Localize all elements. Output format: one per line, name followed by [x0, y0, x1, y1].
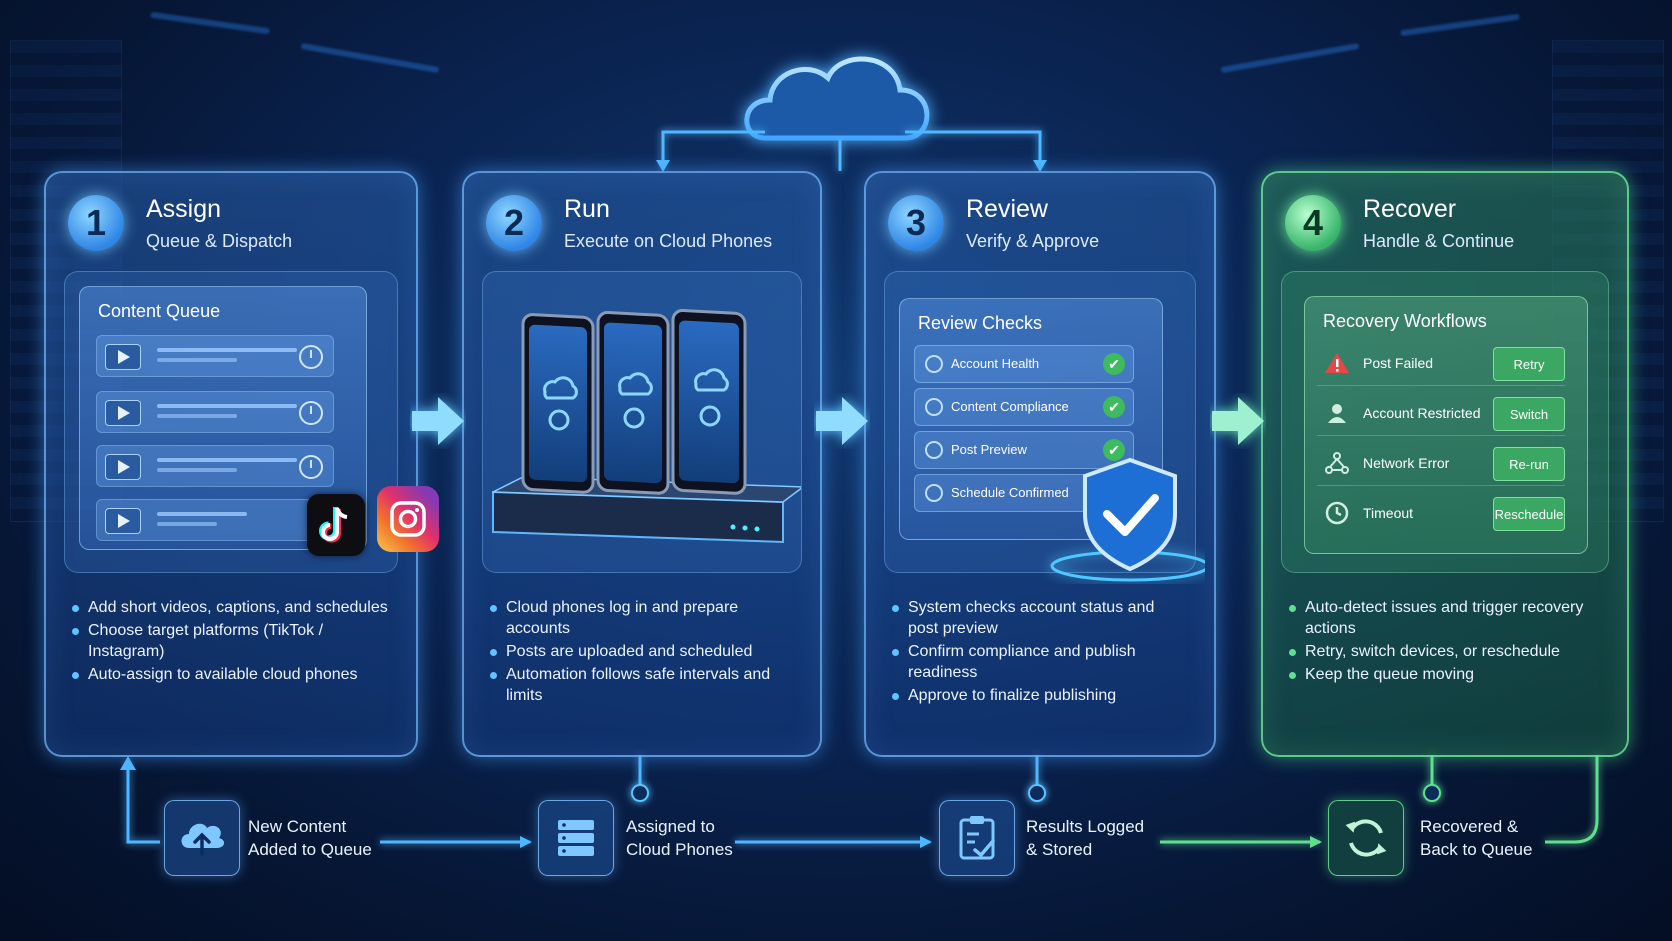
cloud-icon — [744, 56, 930, 141]
check-item[interactable]: Account Health✔ — [914, 345, 1134, 383]
step-title: Review — [966, 195, 1048, 223]
step-subtitle: Queue & Dispatch — [146, 231, 293, 251]
bullet: Automation follows safe intervals and li… — [486, 664, 796, 706]
recovery-row: Network Error Re-run — [1317, 441, 1565, 486]
panel-title: Content Queue — [98, 301, 221, 321]
step-subtitle: Handle & Continue — [1363, 231, 1515, 251]
step-subtitle: Verify & Approve — [966, 231, 1100, 251]
check-icon: ✔ — [1103, 396, 1125, 418]
step-card-review: 3 Review Verify & Approve Review Checks … — [864, 171, 1216, 757]
clock-icon — [299, 455, 323, 479]
flow-label: Recovered &Back to Queue — [1420, 817, 1533, 859]
bullet: Retry, switch devices, or reschedule — [1285, 641, 1595, 662]
step-visual: Content Queue — [64, 271, 439, 573]
connector-dot — [631, 784, 649, 802]
phone — [671, 308, 747, 495]
check-icon: ✔ — [1103, 353, 1125, 375]
recovery-row: Post Failed Retry — [1317, 341, 1565, 386]
cloud-upload-icon — [164, 800, 240, 876]
step-number: 2 — [486, 195, 542, 251]
network-icon — [1323, 449, 1351, 477]
bullet: Approve to finalize publishing — [888, 685, 1188, 706]
cloud-phones-illustration — [492, 308, 801, 544]
flow-label: Results Logged& Stored — [1026, 817, 1145, 859]
bullet: Auto-detect issues and trigger recovery … — [1285, 597, 1595, 639]
check-item[interactable]: Content Compliance✔ — [914, 388, 1134, 426]
recovery-row: Timeout Reschedule — [1317, 491, 1565, 535]
bullet: Confirm compliance and publish readiness — [888, 641, 1188, 683]
bullet: Keep the queue moving — [1285, 664, 1595, 685]
phone — [596, 311, 670, 495]
phone — [521, 313, 595, 494]
switch-button[interactable]: Switch — [1493, 397, 1565, 431]
retry-button[interactable]: Retry — [1493, 347, 1565, 381]
bullet: Choose target platforms (TikTok / Instag… — [68, 620, 388, 662]
clipboard-check-icon — [939, 800, 1015, 876]
recovery-row: Account Restricted Switch — [1317, 391, 1565, 436]
step-number: 1 — [68, 195, 124, 251]
bullet: Add short videos, captions, and schedule… — [68, 597, 388, 618]
arrow-right-icon — [816, 397, 868, 445]
step-number: 4 — [1285, 195, 1341, 251]
connector-dot — [1028, 784, 1046, 802]
video-icon — [105, 344, 141, 370]
instagram-icon — [377, 486, 439, 552]
queue-item[interactable] — [96, 499, 334, 541]
connector-dot — [1423, 784, 1441, 802]
step-card-assign: 1 Assign Queue & Dispatch Content Queue … — [44, 171, 439, 757]
panel-title: Review Checks — [918, 313, 1043, 333]
tiktok-icon — [307, 494, 365, 556]
rerun-button[interactable]: Re-run — [1493, 447, 1565, 481]
clock-icon — [299, 401, 323, 425]
step-title: Assign — [146, 195, 222, 223]
bullet: Cloud phones log in and prepare accounts — [486, 597, 796, 639]
arrow-right-icon — [1212, 397, 1264, 445]
queue-item[interactable] — [96, 335, 334, 377]
panel-title: Recovery Workflows — [1323, 311, 1487, 331]
step-subtitle: Execute on Cloud Phones — [564, 231, 773, 251]
step-card-run: 2 Run Execute on Cloud Phones — [462, 171, 822, 757]
bullet: Auto-assign to available cloud phones — [68, 664, 388, 685]
reschedule-button[interactable]: Reschedule — [1493, 497, 1565, 531]
user-icon — [1323, 399, 1351, 427]
step-bullets: Add short videos, captions, and schedule… — [68, 597, 388, 687]
step-number: 3 — [888, 195, 944, 251]
clock-icon — [1323, 499, 1351, 527]
check-icon: ✔ — [1103, 439, 1125, 461]
step-visual: Recovery Workflows Post Failed Retry Acc… — [1281, 271, 1609, 573]
step-bullets: Cloud phones log in and prepare accounts… — [486, 597, 796, 708]
step-card-recover: 4 Recover Handle & Continue Recovery Wor… — [1261, 171, 1629, 757]
step-title: Recover — [1363, 195, 1457, 223]
video-icon — [105, 400, 141, 426]
step-bullets: Auto-detect issues and trigger recovery … — [1285, 597, 1595, 687]
bullet: System checks account status and post pr… — [888, 597, 1188, 639]
refresh-icon — [1328, 800, 1404, 876]
server-icon — [538, 800, 614, 876]
clock-icon — [299, 345, 323, 369]
step-visual — [482, 271, 802, 573]
recovery-workflows-panel: Recovery Workflows Post Failed Retry Acc… — [1304, 296, 1588, 554]
bullet: Posts are uploaded and scheduled — [486, 641, 796, 662]
shield-check-icon — [1050, 457, 1205, 582]
check-item[interactable]: Post Preview✔ — [914, 431, 1134, 469]
step-title: Run — [564, 195, 610, 223]
video-icon — [105, 454, 141, 480]
queue-item[interactable] — [96, 445, 334, 487]
step-bullets: System checks account status and post pr… — [888, 597, 1188, 708]
arrow-right-icon — [412, 397, 464, 445]
video-icon — [105, 508, 141, 534]
content-queue-panel: Content Queue — [79, 286, 367, 550]
step-visual: Review Checks Account Health✔ Content Co… — [884, 271, 1205, 582]
warning-icon — [1323, 349, 1351, 377]
queue-item[interactable] — [96, 391, 334, 433]
